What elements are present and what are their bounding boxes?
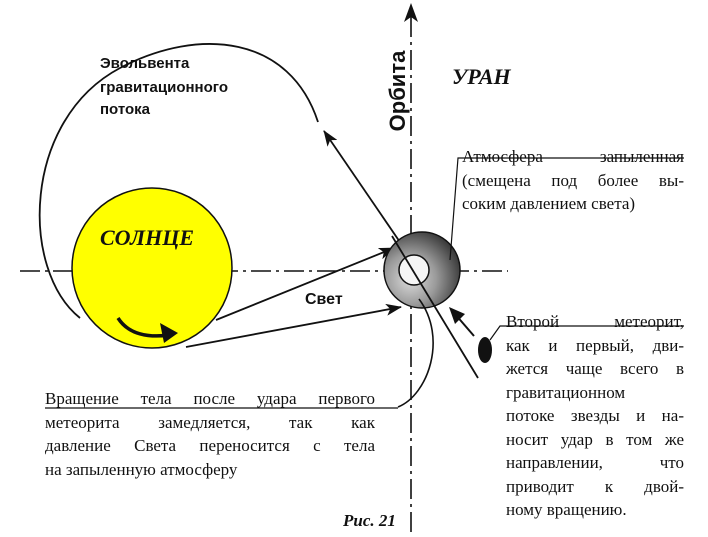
meteorite-note-line-4: гравитационном	[506, 382, 626, 402]
meteorite-arrowhead	[449, 307, 465, 324]
rotation-note-pointer	[397, 298, 434, 408]
involute-label-line-1: Эвольвента	[100, 55, 190, 72]
meteorite-note-line-5: потоке звезды и на-	[506, 406, 684, 425]
orbit-axis-arrowhead	[404, 3, 418, 22]
meteorite-note-line-1: Второй метеорит,	[506, 312, 684, 331]
uranus-inner-ring	[398, 254, 430, 286]
atmosphere-note-line-3: соким давлением света)	[462, 194, 636, 213]
atmosphere-note-line-1: Атмосфера запыленная	[462, 147, 684, 166]
meteorite-note-line-3: жется чаще всего в	[506, 359, 684, 378]
rotation-note: Вращение тела после удара первого метеор…	[45, 387, 375, 481]
meteorite-leader	[489, 325, 684, 341]
involute-label-line-2: гравитационного	[100, 79, 228, 96]
sun-label: СОЛНЦЕ	[100, 225, 195, 250]
uranus-label: УРАН	[452, 64, 511, 89]
rotation-note-line-3: давление Света переносится с тела	[45, 436, 375, 455]
orbit-label: Орбита	[385, 50, 410, 132]
sun-circle	[71, 187, 233, 349]
rotation-note-line-4: на запыленную атмосферу	[45, 459, 238, 479]
rotation-note-line-1: Вращение тела после удара первого	[45, 389, 375, 408]
second-meteorite-note: Второй метеорит, как и первый, дви- жетс…	[506, 310, 684, 522]
light-label: Свет	[305, 291, 343, 308]
rotation-note-line-2: метеорита замедляется, так как	[45, 412, 375, 432]
involute-label-line-3: потока	[100, 101, 151, 118]
atmosphere-leader	[449, 157, 684, 261]
meteorite-note-line-6: носит удар в том же	[506, 429, 684, 449]
meteorite-body	[478, 337, 492, 363]
meteorite-note-line-9: ному вращению.	[506, 500, 627, 519]
reflected-flow-arrow	[323, 130, 405, 249]
light-ray-upper	[215, 247, 395, 321]
meteorite-trajectory	[391, 235, 479, 379]
figure-caption: Рис. 21	[343, 511, 396, 530]
meteorite-note-line-2: как и первый, дви-	[506, 335, 684, 355]
meteorite-note-line-8: приводит к двой-	[506, 476, 684, 496]
meteorite-note-line-7: направлении, что	[506, 453, 684, 472]
light-ray-lower	[185, 303, 402, 348]
atmosphere-note: Атмосфера запыленная (смещена под более …	[462, 145, 684, 216]
atmosphere-note-line-2: (смещена под более вы-	[462, 170, 684, 190]
sun-rotation-arrowhead	[160, 323, 178, 343]
involute-curve	[38, 43, 319, 319]
